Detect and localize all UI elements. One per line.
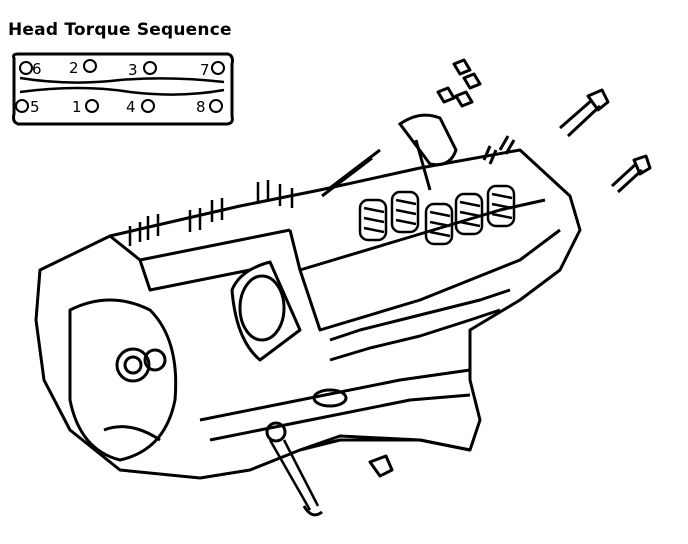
seq-num-top-1: 6 bbox=[32, 60, 42, 78]
seq-num-bottom-1: 5 bbox=[30, 98, 40, 116]
seq-num-top-3: 3 bbox=[128, 61, 138, 79]
seq-num-top-2: 2 bbox=[69, 59, 79, 77]
seq-num-bottom-2: 1 bbox=[72, 98, 82, 116]
seq-num-top-4: 7 bbox=[200, 61, 210, 79]
head-bolts-exploded bbox=[436, 58, 652, 194]
torque-bolt-holes bbox=[15, 59, 225, 113]
valve-springs bbox=[358, 184, 516, 246]
diagram-title: Head Torque Sequence bbox=[8, 20, 232, 40]
seq-num-bottom-4: 8 bbox=[196, 98, 206, 116]
seq-num-bottom-3: 4 bbox=[126, 98, 136, 116]
torque-sequence-head bbox=[12, 52, 234, 126]
engine-block bbox=[34, 148, 582, 517]
rocker-arms bbox=[321, 113, 458, 198]
head-studs-left bbox=[128, 180, 294, 246]
